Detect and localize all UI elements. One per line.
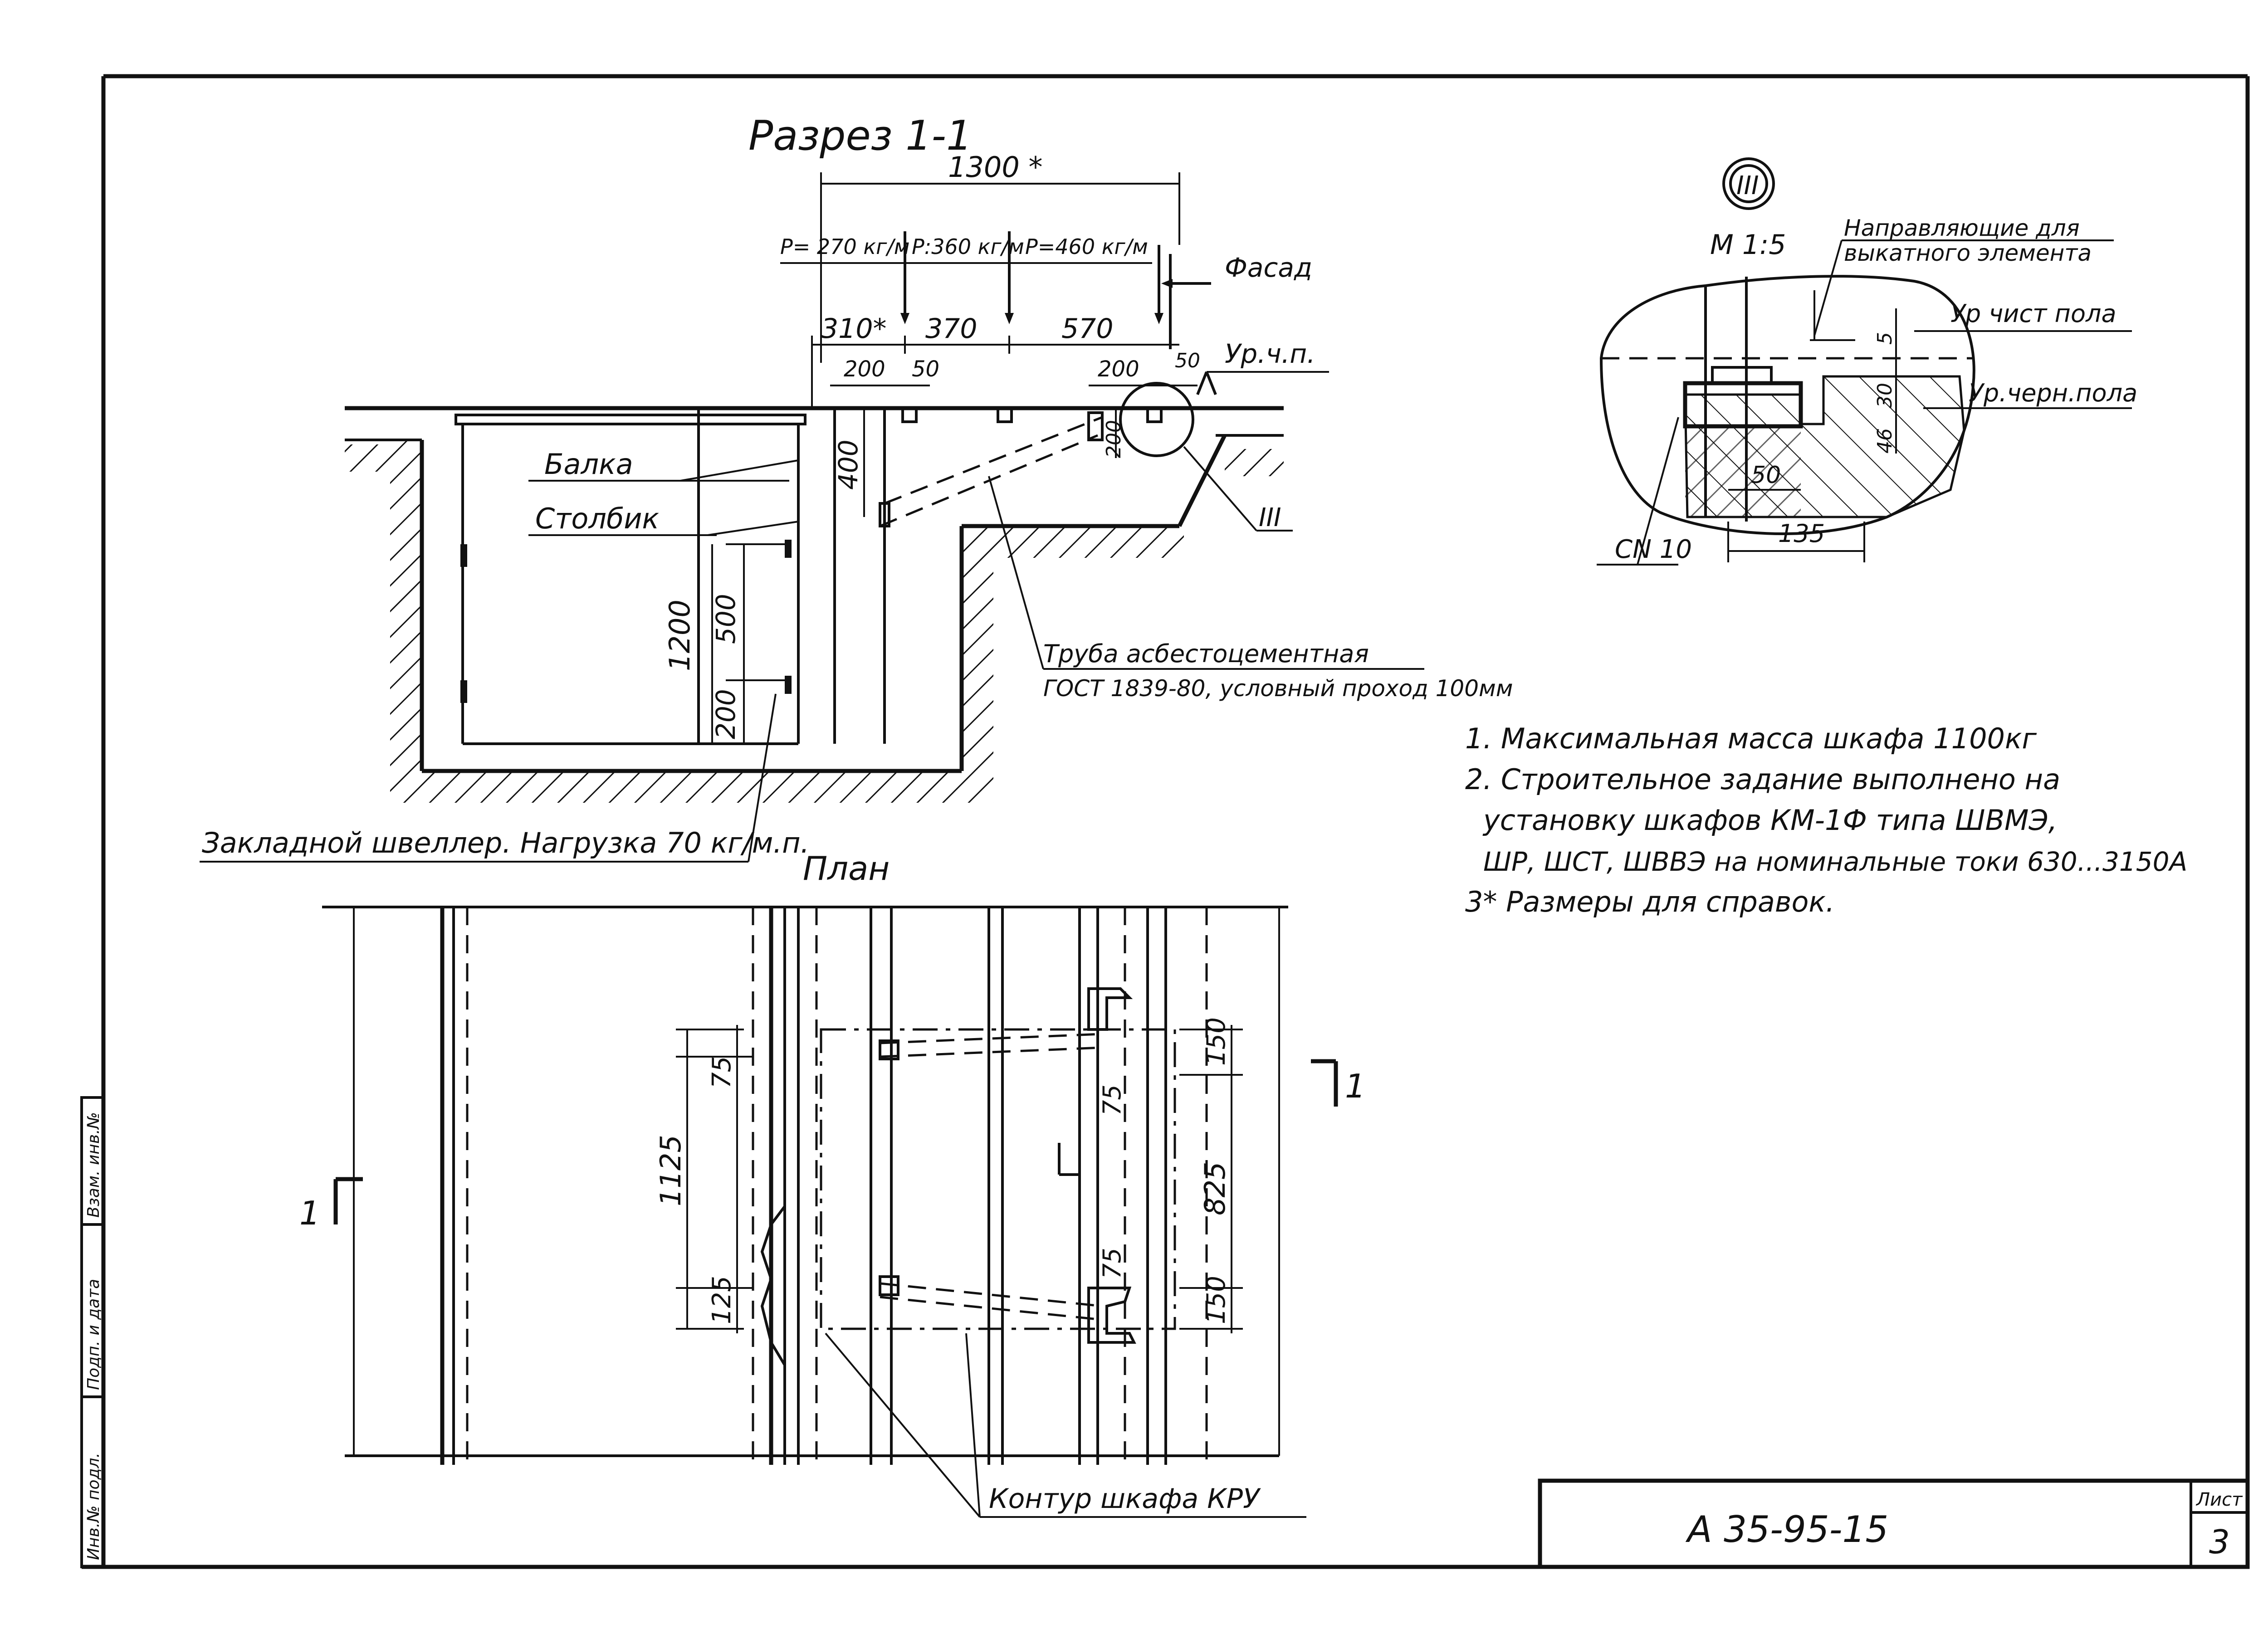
plan-view: План (299, 849, 1366, 1518)
section-1-1: Разрез 1-1 1300 * Р= 270 кг/м Р:360 кг/м… (200, 112, 1513, 863)
dim-1300: 1300 * (948, 151, 1043, 184)
dim-50-b: 50 (1175, 349, 1200, 372)
dim-200-a: 200 (844, 356, 885, 382)
note-2-cont-1: установку шкафов КМ-1Ф типа ШВМЭ, (1482, 804, 2058, 837)
dim-500: 500 (710, 594, 741, 644)
floor-level-label: Ур.ч.п. (1225, 338, 1315, 369)
plan-title: План (803, 849, 890, 888)
dim-50-a: 50 (912, 356, 939, 382)
guides-label-2: выкатного элемента (1844, 240, 2092, 266)
dim-150-b: 150 (1202, 1276, 1231, 1324)
dim-1125: 1125 (654, 1135, 687, 1206)
load-label-1: Р= 270 кг/м (780, 234, 909, 259)
document-number: А 35-95-15 (1685, 1508, 1888, 1551)
dim-825: 825 (1198, 1162, 1232, 1215)
dim-400: 400 (833, 439, 864, 490)
detail-node: III (1736, 171, 1759, 200)
dim-5: 5 (1873, 332, 1897, 345)
section-title: Разрез 1-1 (748, 112, 972, 160)
dim-75-a: 75 (707, 1056, 737, 1088)
dim-200-b: 200 (1098, 356, 1139, 382)
dim-125: 125 (707, 1276, 737, 1324)
facade-label: Фасад (1225, 252, 1312, 283)
dim-46: 46 (1873, 428, 1897, 454)
pipe-label-1: Труба асбестоцементная (1043, 639, 1369, 668)
dim-1200: 1200 (663, 600, 696, 671)
section-mark-right: 1 (1345, 1067, 1366, 1105)
pipe-label-2: ГОСТ 1839-80, условный проход 100мм (1043, 675, 1513, 702)
load-label-2: Р:360 кг/м (912, 234, 1024, 259)
load-label-3: Р=460 кг/м (1025, 234, 1148, 259)
node-ref-label: III (1259, 503, 1281, 532)
label-post: Столбик (535, 502, 659, 535)
note-3: 3* Размеры для справок. (1465, 885, 1835, 918)
channel-label: СN 10 (1615, 535, 1692, 564)
section-mark-left: 1 (299, 1194, 320, 1232)
dim-310: 310* (821, 313, 887, 345)
dim-30: 30 (1873, 383, 1897, 408)
detail-scale: М 1:5 (1710, 229, 1786, 261)
dim-75-c: 75 (1098, 1248, 1126, 1279)
dim-200-d: 200 (710, 689, 741, 739)
note-2: 2. Строительное задание выполнено на (1465, 763, 2060, 796)
sheet-number: 3 (2209, 1523, 2230, 1561)
dim-150-a: 150 (1202, 1017, 1231, 1066)
label-beam: Балка (544, 448, 633, 481)
title-block: А 35-95-15 Лист 3 (1538, 1478, 2250, 1569)
stamp-signature-date: Подп. и дата (84, 1279, 103, 1390)
stamp-inv-original: Инв.№ подл. (84, 1453, 103, 1560)
contour-label: Контур шкафа КРУ (989, 1483, 1261, 1515)
side-stamp: Инв.№ подл. Подп. и дата Взам. инв.№ (80, 1096, 105, 1568)
note-2-cont-2: ШР, ШСТ, ШВВЭ на номинальные токи 630...… (1483, 846, 2187, 877)
channel-note: Закладной швеллер. Нагрузка 70 кг/м.п. (202, 826, 809, 859)
dim-50: 50 (1751, 462, 1781, 489)
note-1: 1. Максимальная масса шкафа 1100кг (1465, 722, 2037, 755)
detail-iii: III М 1:5 Направляющие для выкатного эле… (1597, 157, 2137, 566)
dim-135: 135 (1778, 519, 1825, 548)
finish-floor-label: Ур чист пола (1950, 299, 2116, 328)
notes-block: 1. Максимальная масса шкафа 1100кг 2. Ст… (1465, 722, 2187, 918)
dim-570: 570 (1061, 313, 1114, 345)
guides-label-1: Направляющие для (1844, 215, 2080, 241)
stamp-replaced-inv: Взам. инв.№ (84, 1112, 103, 1218)
sheet-label: Лист (2195, 1489, 2243, 1510)
dim-75-b: 75 (1098, 1084, 1126, 1116)
rough-floor-label: Ур.черн.пола (1969, 379, 2137, 407)
dim-370: 370 (925, 313, 978, 345)
